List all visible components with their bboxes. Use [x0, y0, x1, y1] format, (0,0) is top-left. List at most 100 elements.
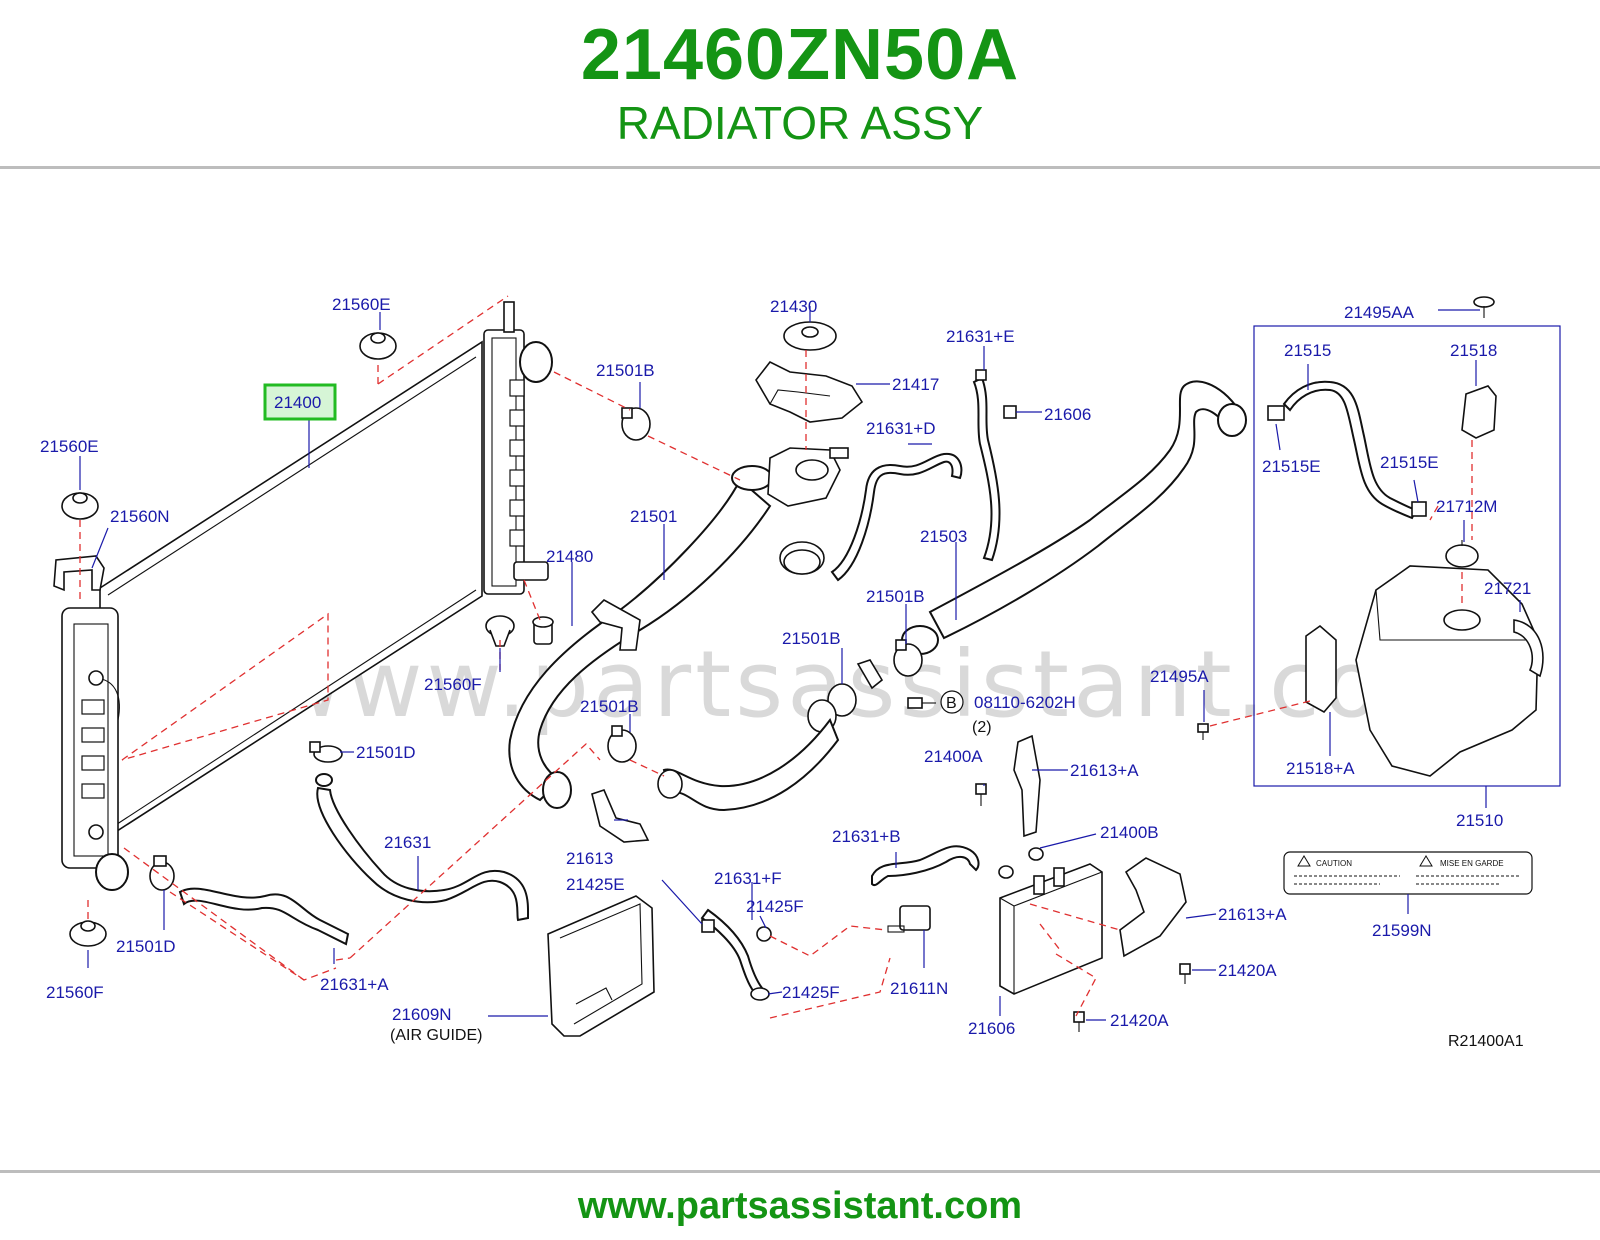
mount-insulator-21560E-left[interactable]	[61, 492, 99, 520]
valve-21611N[interactable]	[887, 905, 931, 933]
hose-21515[interactable]	[1282, 380, 1418, 520]
label-21420A-bottom[interactable]: 21420A	[1110, 1011, 1169, 1030]
nut-21400B[interactable]	[998, 847, 1044, 879]
bolt-21420A-bottom[interactable]	[1073, 1011, 1085, 1032]
water-outlet-21501-neck[interactable]	[767, 447, 849, 507]
clip-21515E-left[interactable]	[1267, 405, 1285, 421]
bracket-21501-clip[interactable]	[590, 599, 641, 651]
label-21611N[interactable]: 21611N	[890, 979, 948, 998]
label-21560F-bottom[interactable]: 21560F	[46, 983, 104, 1002]
clamp-21501B-left[interactable]	[607, 725, 683, 799]
label-21609N[interactable]: 21609N	[392, 1005, 452, 1024]
label-21420A-right[interactable]: 21420A	[1218, 961, 1277, 980]
filler-neck-21417[interactable]	[755, 360, 864, 423]
air-guide-21609N[interactable]	[547, 895, 655, 1037]
header-divider	[0, 166, 1600, 169]
label-21495A[interactable]: 21495A	[1150, 667, 1209, 686]
label-21631[interactable]: 21631	[384, 833, 431, 852]
label-08110-6202H[interactable]: 08110-6202H	[974, 693, 1076, 712]
clamp-21501B-right[interactable]	[893, 639, 923, 677]
drain-plug-21480[interactable]	[532, 616, 554, 645]
mount-insulator-21560E-top[interactable]	[359, 332, 397, 360]
hose-21501[interactable]	[508, 465, 773, 809]
caution-label-21599N[interactable]: CAUTION MISE EN GARDE	[1283, 851, 1533, 895]
bracket-21518A[interactable]	[1305, 624, 1337, 714]
hose-21631[interactable]	[315, 773, 530, 922]
label-21425F-upper[interactable]: 21425F	[746, 897, 804, 916]
label-21501D-mid[interactable]: 21501D	[356, 743, 416, 762]
clamp-21501-spring[interactable]	[779, 541, 825, 575]
label-21613[interactable]: 21613	[566, 849, 613, 868]
label-21606-top[interactable]: 21606	[1044, 405, 1091, 424]
label-21495AA[interactable]: 21495AA	[1344, 303, 1415, 322]
clip-21515E-right[interactable]	[1411, 501, 1427, 517]
radiator-core[interactable]	[61, 301, 553, 891]
clamp-21501B-top[interactable]	[621, 407, 651, 441]
label-21430[interactable]: 21430	[770, 297, 817, 316]
label-21515E-left[interactable]: 21515E	[1262, 457, 1321, 476]
label-21631E[interactable]: 21631+E	[946, 327, 1015, 346]
label-21560E-left[interactable]: 21560E	[40, 437, 99, 456]
label-21606-bottom[interactable]: 21606	[968, 1019, 1015, 1038]
label-21417[interactable]: 21417	[892, 375, 939, 394]
label-21721[interactable]: 21721	[1484, 579, 1531, 598]
label-21510[interactable]: 21510	[1456, 811, 1503, 830]
mount-insulator-21560F-bottom[interactable]	[69, 920, 107, 947]
label-21515[interactable]: 21515	[1284, 341, 1331, 360]
bracket-21613A-upper[interactable]	[1013, 734, 1041, 838]
label-21425E[interactable]: 21425E	[566, 875, 625, 894]
bracket-21613[interactable]	[591, 789, 650, 843]
label-21631A[interactable]: 21631+A	[320, 975, 389, 994]
label-21503[interactable]: 21503	[920, 527, 967, 546]
label-21501B-right[interactable]: 21501B	[866, 587, 925, 606]
hose-21631D[interactable]	[830, 452, 963, 582]
label-21613A-upper[interactable]: 21613+A	[1070, 761, 1139, 780]
label-21400A[interactable]: 21400A	[924, 747, 983, 766]
label-21631B[interactable]: 21631+B	[832, 827, 901, 846]
clip-21425F-lower[interactable]	[750, 987, 770, 1001]
clip-21425F-upper[interactable]	[756, 926, 772, 942]
hose-21631B[interactable]	[871, 845, 980, 886]
label-21501B-left[interactable]: 21501B	[580, 697, 639, 716]
label-21501B-top[interactable]: 21501B	[596, 361, 655, 380]
label-21560E-top[interactable]: 21560E	[332, 295, 391, 314]
caution-right-title: MISE EN GARDE	[1440, 859, 1504, 868]
bolt-21420A-right[interactable]	[1179, 963, 1191, 984]
label-21631D[interactable]: 21631+D	[866, 419, 935, 438]
label-21712M[interactable]: 21712M	[1436, 497, 1497, 516]
hose-21631E[interactable]	[972, 369, 1001, 562]
label-21501D-bottom[interactable]: 21501D	[116, 937, 176, 956]
label-21518[interactable]: 21518	[1450, 341, 1497, 360]
radiator-cap-21430[interactable]	[783, 321, 837, 351]
clamp-21501D-bottom[interactable]	[149, 855, 175, 891]
clip-21606-small[interactable]	[1003, 405, 1017, 419]
clamp-21501D-mid[interactable]	[309, 741, 343, 763]
bracket-21518[interactable]	[1461, 385, 1497, 439]
label-21400[interactable]: 21400	[274, 393, 321, 412]
label-21560F-mid[interactable]: 21560F	[424, 675, 482, 694]
label-21515E-right[interactable]: 21515E	[1380, 453, 1439, 472]
hose-21631A[interactable]	[178, 887, 350, 946]
mount-bracket-21560N[interactable]	[53, 555, 105, 592]
canister-21606[interactable]	[999, 863, 1103, 995]
label-21501[interactable]: 21501	[630, 507, 677, 526]
bolt-21400A[interactable]	[975, 783, 987, 806]
cap-21712M[interactable]	[1445, 540, 1479, 568]
bracket-21613A-lower[interactable]	[1119, 857, 1187, 958]
label-21560N[interactable]: 21560N	[110, 507, 170, 526]
footer-url-link[interactable]: www.partsassistant.com	[577, 1185, 1023, 1227]
label-21613A-lower[interactable]: 21613+A	[1218, 905, 1287, 924]
label-21501B-mid[interactable]: 21501B	[782, 629, 841, 648]
label-21631F[interactable]: 21631+F	[714, 869, 782, 888]
screw-21495AA[interactable]	[1473, 296, 1495, 318]
label-21480[interactable]: 21480	[546, 547, 593, 566]
screw-21495A[interactable]	[1197, 723, 1209, 740]
label-21400B[interactable]: 21400B	[1100, 823, 1159, 842]
reservoir-tank-21721[interactable]	[1355, 565, 1544, 777]
label-21518A[interactable]: 21518+A	[1286, 759, 1355, 778]
label-21599N[interactable]: 21599N	[1372, 921, 1432, 940]
clip-21425E[interactable]	[701, 919, 715, 933]
mount-insulator-21560F-mid[interactable]	[485, 615, 515, 647]
bolt-08110-6202H[interactable]	[907, 697, 936, 709]
label-21425F-lower[interactable]: 21425F	[782, 983, 840, 1002]
